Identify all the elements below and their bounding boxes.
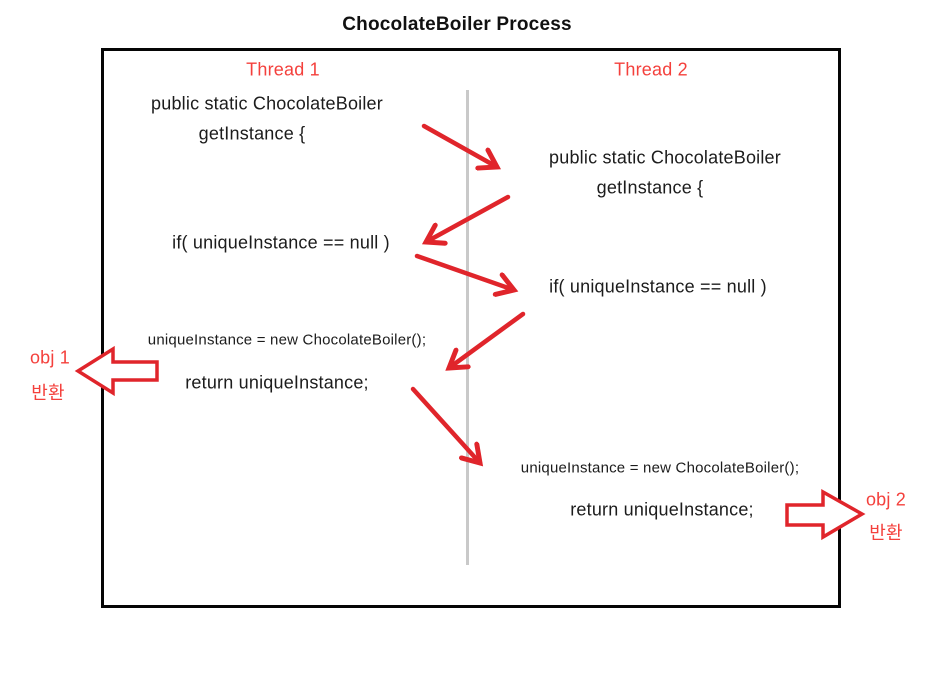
- thread2-if-check: if( uniqueInstance == null ): [549, 276, 767, 297]
- thread2-header: Thread 2: [614, 59, 688, 80]
- thread1-header: Thread 1: [246, 59, 320, 80]
- thread1-if-check: if( uniqueInstance == null ): [172, 232, 390, 253]
- thread1-signature-line1: public static ChocolateBoiler: [151, 93, 383, 114]
- obj2-label: obj 2: [865, 489, 907, 510]
- diagram-title: ChocolateBoiler Process: [342, 14, 572, 35]
- obj1-label: obj 1: [29, 347, 71, 368]
- thread2-signature-line1: public static ChocolateBoiler: [549, 147, 781, 168]
- thread2-signature-line2: getInstance {: [596, 177, 704, 198]
- thread1-signature-line2: getInstance {: [198, 123, 306, 144]
- thread1-assignment: uniqueInstance = new ChocolateBoiler();: [147, 331, 427, 349]
- obj2-return-label: 반환: [869, 523, 903, 543]
- process-box: [101, 48, 841, 608]
- thread2-assignment: uniqueInstance = new ChocolateBoiler();: [520, 459, 800, 477]
- thread1-return-statement: return uniqueInstance;: [185, 372, 369, 393]
- thread2-return-statement: return uniqueInstance;: [570, 499, 754, 520]
- obj1-return-label: 반환: [31, 383, 65, 403]
